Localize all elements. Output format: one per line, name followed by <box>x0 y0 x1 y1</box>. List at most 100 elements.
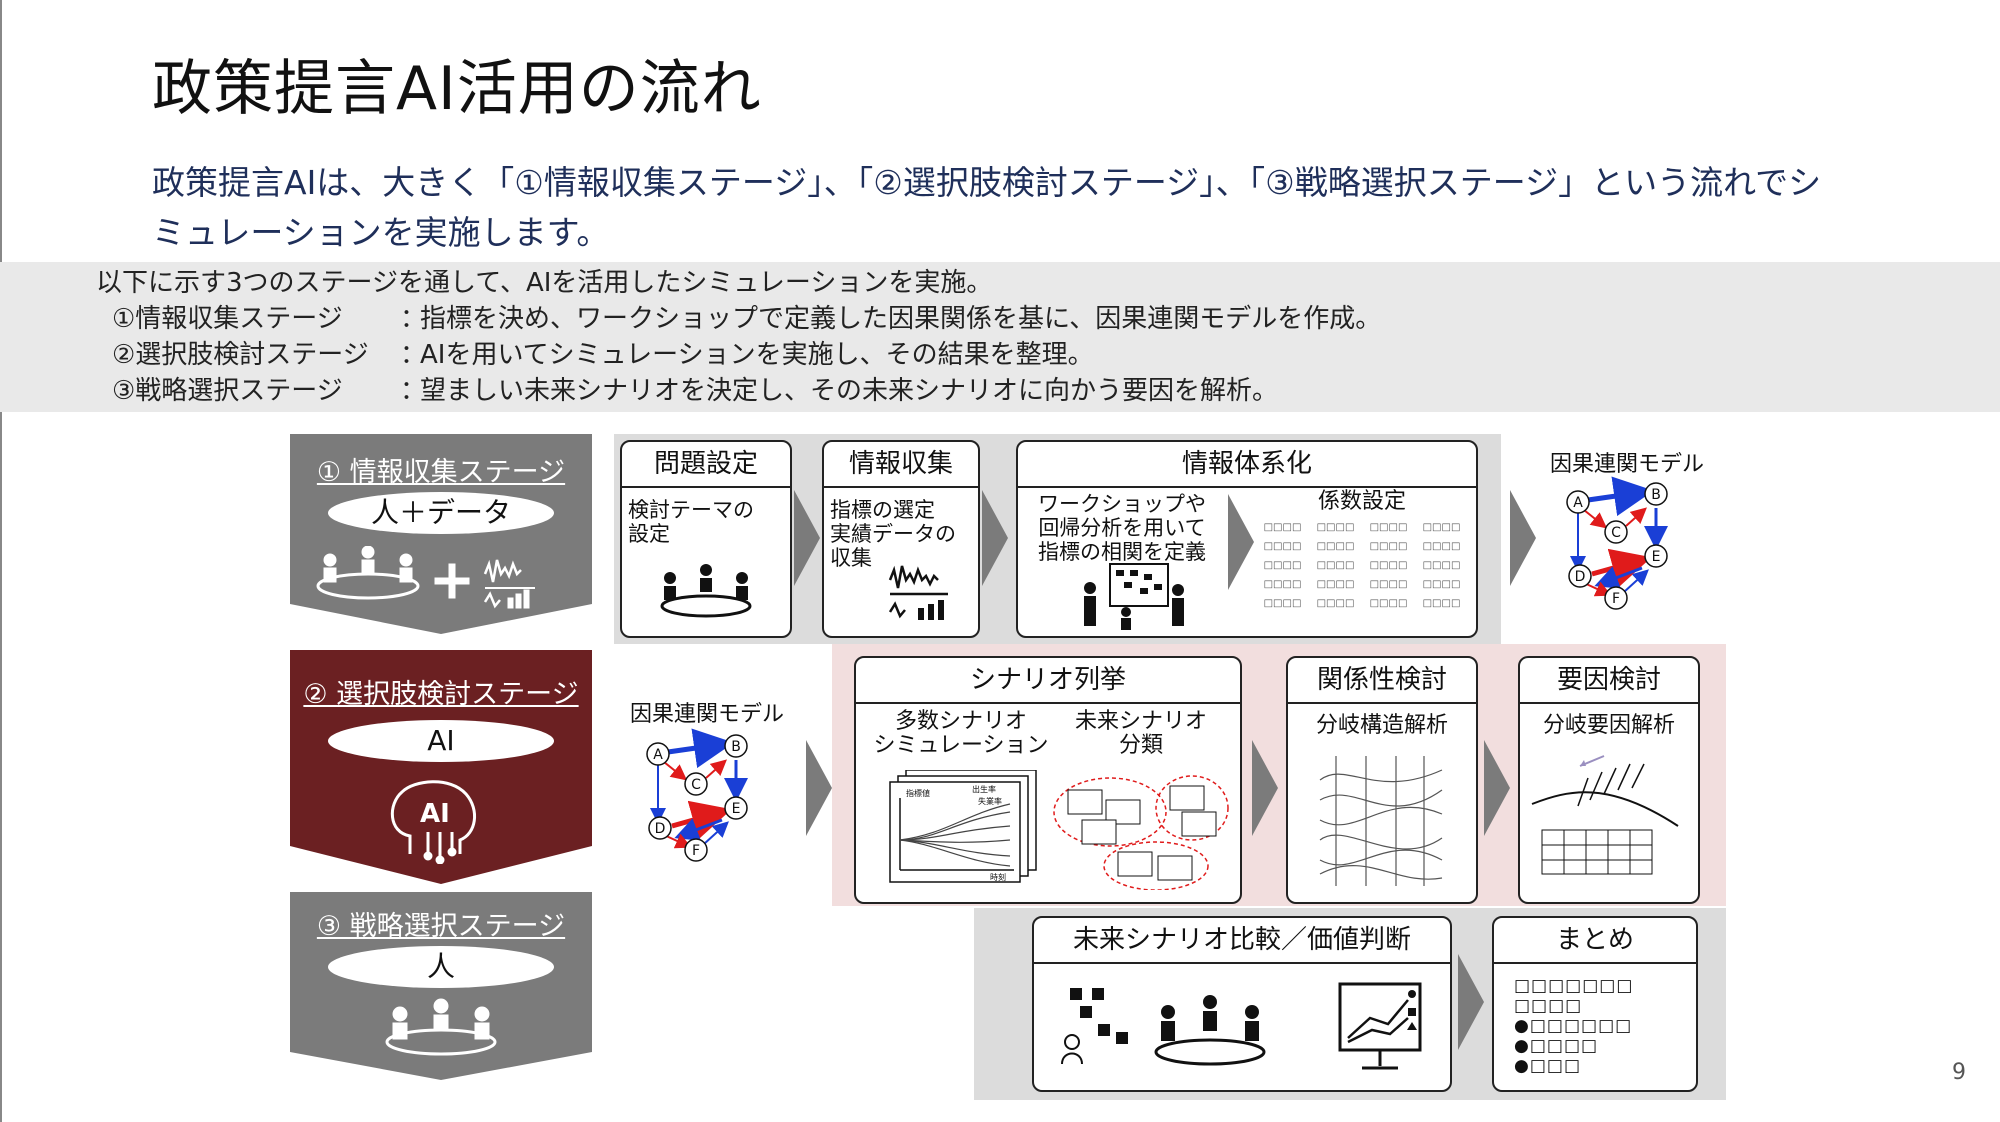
card-title: 問題設定 <box>622 442 790 488</box>
simulation-chart-stack: 指標値 出生率 失業率 時刻 <box>889 770 1037 883</box>
summary-line: □□□□□□□ <box>1514 976 1634 996</box>
flow-arrow <box>794 490 820 586</box>
coef-cell: □□□□ <box>1316 579 1355 590</box>
summary-line: ●□□□□ <box>1514 1036 1599 1056</box>
coef-cell: □□□□ <box>1263 522 1302 533</box>
summary-item-desc: 望ましい未来シナリオを決定し、その未来シナリオに向かう要因を解析。 <box>420 376 1279 406</box>
summary-colon: ： <box>400 376 427 406</box>
scenario-clusters <box>1053 775 1229 890</box>
stage-2-shape <box>290 650 592 884</box>
coef-cell: □□□□ <box>1369 560 1408 571</box>
stage-1-title: ① 情報収集ステージ <box>316 457 566 488</box>
coef-cell: □□□□ <box>1316 598 1355 609</box>
flow-arrow <box>1252 740 1278 836</box>
card-text: 検討テーマの 設定 <box>628 498 754 546</box>
card-title: 関係性検討 <box>1288 658 1476 704</box>
meeting-icon <box>660 564 752 618</box>
card-text: 分岐構造解析 <box>1315 713 1448 738</box>
coef-cell: □□□□ <box>1369 579 1408 590</box>
stage-2-pill: AI <box>328 720 554 762</box>
comparison-icons <box>1061 982 1422 1070</box>
summary-item-label: ②選択肢検討ステージ <box>112 340 369 370</box>
scenario-comparison-card: 未来シナリオ比較／価値判断 <box>1032 916 1452 1092</box>
summary-item-desc: AIを用いてシミュレーションを実施し、その結果を整理。 <box>420 340 1094 370</box>
card-title: 未来シナリオ比較／価値判断 <box>1034 918 1450 964</box>
page-title: 政策提言AI活用の流れ <box>152 54 762 124</box>
info-collection-card: 情報収集 指標の選定 実績データの 収集 <box>822 440 980 638</box>
flow-arrow <box>1458 954 1484 1050</box>
node-label: B <box>1651 487 1661 503</box>
chart-y-label: 指標値 <box>906 788 930 798</box>
node-label: C <box>691 777 701 793</box>
stage-2-block: ② 選択肢検討ステージ AI AI <box>290 650 592 884</box>
stage-1-shape <box>290 434 592 634</box>
people-plus-data-icon <box>316 546 535 609</box>
node-label: F <box>1612 591 1620 607</box>
node-label: D <box>655 821 666 837</box>
coef-cell: □□□□ <box>1422 560 1461 571</box>
card-title: 情報収集 <box>824 442 978 488</box>
summary-card: まとめ □□□□□□□ □□□□ ●□□□□□□ ●□□□□ ●□□□ <box>1492 916 1698 1092</box>
card-text: 指標の選定 実績データの 収集 <box>830 498 956 570</box>
stage-2-title: ② 選択肢検討ステージ <box>303 679 579 710</box>
presentation-people-icon <box>1084 563 1184 630</box>
left-edge-rule <box>0 0 2 1122</box>
flow-arrow <box>982 490 1008 586</box>
flow-arrow <box>1510 490 1536 586</box>
summary-line: □□□□ <box>1514 996 1583 1016</box>
chart-x-label: 時刻 <box>990 872 1006 882</box>
relationship-study-card: 関係性検討 分岐構造解析 <box>1286 656 1478 904</box>
stage-3-block: ③ 戦略選択ステージ 人 <box>290 892 592 1080</box>
card-text: 分岐要因解析 <box>1542 713 1675 738</box>
coef-cell: □□□□ <box>1316 560 1355 571</box>
coef-cell: □□□□ <box>1422 522 1461 533</box>
summary-line: ●□□□ <box>1514 1056 1582 1076</box>
page-subtitle: 政策提言AIは、大きく「①情報収集ステージ」、「②選択肢検討ステージ」、「③戦略… <box>152 163 1822 252</box>
stage-3-title: ③ 戦略選択ステージ <box>316 911 566 942</box>
page-number: 9 <box>1952 1060 1966 1085</box>
data-chart-icon <box>888 565 948 620</box>
causal-model-label: 因果連関モデル <box>630 702 785 727</box>
summary-colon: ： <box>400 304 427 334</box>
summary-item-label: ①情報収集ステージ <box>112 304 343 334</box>
branch-structure-diagram <box>1319 756 1443 886</box>
card-text: 多数シナリオ シミュレーション <box>873 709 1049 758</box>
causal-model-graph-icon: A B C D E F <box>646 728 748 862</box>
coef-cell: □□□□ <box>1369 541 1408 552</box>
card-title: 情報体系化 <box>1018 442 1476 488</box>
flow-arrow <box>1484 740 1510 836</box>
ai-head-icon: AI <box>390 780 476 864</box>
coef-cell: □□□□ <box>1263 579 1302 590</box>
node-label: E <box>732 801 741 817</box>
coef-cell: □□□□ <box>1369 522 1408 533</box>
coef-cell: □□□□ <box>1263 541 1302 552</box>
node-label: C <box>1611 525 1621 541</box>
summary-list: □□□□□□□ □□□□ ●□□□□□□ ●□□□□ ●□□□ <box>1514 976 1633 1076</box>
summary-line: ●□□□□□□ <box>1514 1016 1633 1036</box>
coefficient-label: 係数設定 <box>1317 489 1406 514</box>
node-label: A <box>653 747 663 763</box>
summary-band: 以下に示す3つのステージを通して、AIを活用したシミュレーションを実施。 ①情報… <box>0 262 2000 412</box>
svg-text:AI: AI <box>420 799 450 829</box>
info-systematization-card: 情報体系化 ワークショップや 回帰分析を用いて 指標の相関を定義 係数設定 □□… <box>1016 440 1478 638</box>
flow-arrow <box>1228 494 1254 590</box>
card-title: シナリオ列挙 <box>856 658 1240 704</box>
chart-legend: 出生率 <box>972 784 996 794</box>
summary-item-label: ③戦略選択ステージ <box>112 376 343 406</box>
factor-study-card: 要因検討 分岐要因解析 <box>1518 656 1700 904</box>
flow-arrow <box>806 740 832 836</box>
card-title: まとめ <box>1494 918 1696 964</box>
summary-item-desc: 指標を決め、ワークショップで定義した因果関係を基に、因果連関モデルを作成。 <box>420 304 1382 334</box>
coef-cell: □□□□ <box>1316 522 1355 533</box>
stage-3-pill: 人 <box>328 946 554 988</box>
summary-colon: ： <box>400 340 427 370</box>
causal-model-graph-icon: A B C D E F <box>1566 476 1668 610</box>
coef-cell: □□□□ <box>1369 598 1408 609</box>
stage-1-pill: 人＋データ <box>328 492 554 534</box>
stage-1-block: ① 情報収集ステージ 人＋データ <box>290 434 592 634</box>
factor-analysis-diagram <box>1531 755 1679 875</box>
node-label: E <box>1652 549 1661 565</box>
coef-cell: □□□□ <box>1422 579 1461 590</box>
node-label: A <box>1573 495 1583 511</box>
coef-cell: □□□□ <box>1263 560 1302 571</box>
